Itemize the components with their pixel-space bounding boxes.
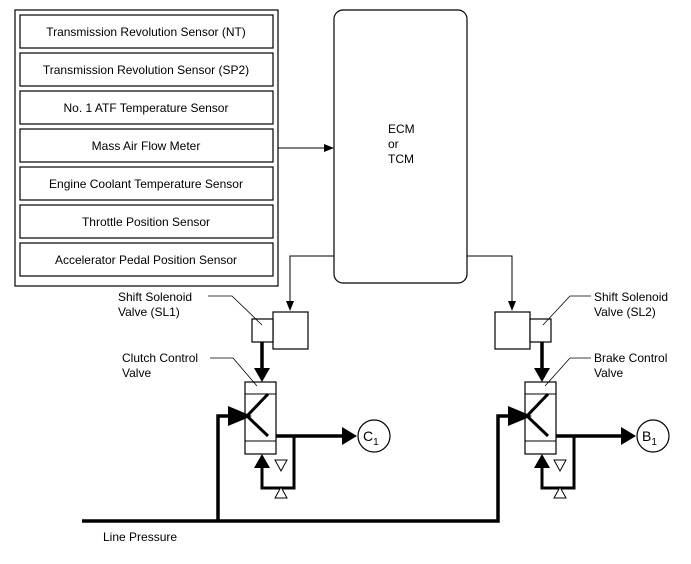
sensor-box: Throttle Position Sensor [19,204,274,239]
ecu-box: ECM or TCM [333,9,468,284]
sensor-box: Engine Coolant Temperature Sensor [19,166,274,201]
sl1-label-line2: Valve (SL1) [118,305,180,319]
sl2-leader-line [542,295,591,326]
sensor-label: Accelerator Pedal Position Sensor [55,253,237,267]
ecu-label-tcm: TCM [388,152,414,166]
c1-feedback-line [260,436,296,490]
sensor-label: Mass Air Flow Meter [92,139,201,153]
brake-valve-label-line2: Valve [594,366,623,380]
b1-feedback-arrow [534,454,550,468]
sensor-box: Accelerator Pedal Position Sensor [19,242,274,277]
c1-output-circle [357,419,391,453]
sl1-output-arrow [254,368,270,382]
c1-exhaust-symbol [274,485,288,499]
brake-valve-label-line1: Brake Control [594,351,667,365]
c1-feedback-arrow [254,454,270,468]
sensor-box: Mass Air Flow Meter [19,128,274,163]
sl2-output-arrow [534,368,550,382]
b1-feedback-line [540,436,576,490]
clutch-valve-leader-line [210,357,258,387]
sensor-box: No. 1 ATF Temperature Sensor [19,90,274,125]
c1-output-arrow [342,427,357,445]
sl1-label-line1: Shift Solenoid [118,290,192,304]
b1-drain-symbol [553,459,567,473]
b1-output-circle [636,419,670,453]
signal-line-sl1 [286,255,334,311]
signal-line-sl2 [467,255,516,311]
b1-exhaust-symbol [553,485,567,499]
sensor-panel: Transmission Revolution Sensor (NT) Tran… [14,9,279,287]
sl1-leader-line [208,295,263,326]
clutch-valve-label-line2: Valve [122,366,151,380]
ecu-label-or: or [388,137,399,151]
right-solenoid-valve [494,311,552,350]
clutch-control-valve [228,381,277,455]
clutch-valve-label-line1: Clutch Control [122,351,198,365]
line-pressure-label: Line Pressure [103,530,177,544]
sensor-label: Engine Coolant Temperature Sensor [49,177,243,191]
brake-control-valve [508,381,557,455]
c1-output-label: C1 [363,428,379,448]
line-pressure-path [82,414,512,523]
sensor-box: Transmission Revolution Sensor (SP2) [19,52,274,87]
sensor-label: Throttle Position Sensor [82,215,210,229]
brake-valve-leader-line [544,357,591,387]
b1-output-label: B1 [642,428,657,448]
sensor-label: Transmission Revolution Sensor (SP2) [43,63,249,77]
sl2-label-line1: Shift Solenoid [594,290,668,304]
c1-drain-symbol [274,459,288,473]
sl2-label-line2: Valve (SL2) [594,305,656,319]
sensor-label: No. 1 ATF Temperature Sensor [64,101,229,115]
ecu-label-ecm: ECM [388,122,415,136]
sensor-box: Transmission Revolution Sensor (NT) [19,14,274,49]
b1-output-arrow [621,427,636,445]
left-solenoid-valve [251,311,309,350]
sensor-label: Transmission Revolution Sensor (NT) [46,25,246,39]
